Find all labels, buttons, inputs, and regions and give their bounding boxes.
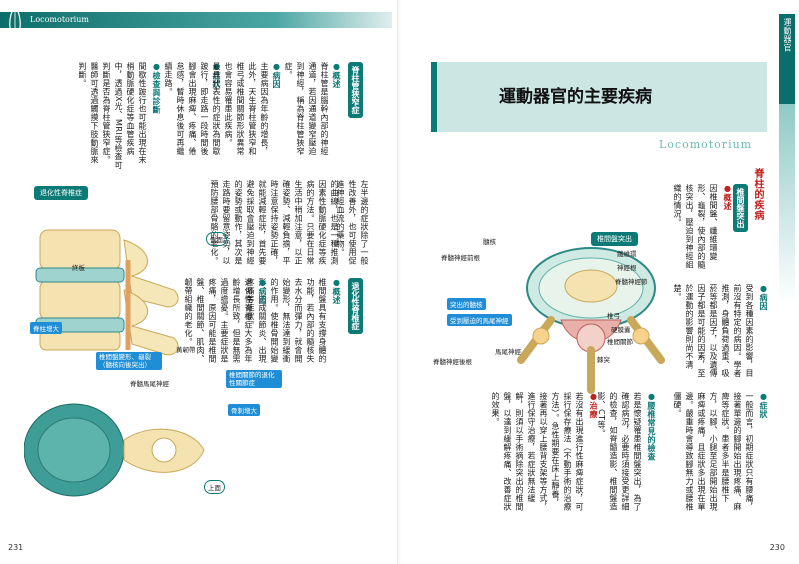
- stenosis-overview: 脊柱管是腦幹內部的神經通道，若因通道變窄壓迫到神經，稱為脊柱管狹窄症。: [284, 62, 329, 156]
- left-header-title: Locomotorium: [30, 15, 89, 24]
- degen-overview-heading: ●概述: [332, 278, 341, 305]
- bottom-text: 左半邊的症狀除了一般性改善外，也可使用促進神經血流的藥物。: [336, 180, 369, 265]
- disc-label-ganglion: 脊髓神經節: [615, 278, 648, 286]
- disc-symptom: 一般而言，初期症狀只有腰痛，接著單邊的腳開始出現疼痛、麻痺等症狀。患者多半是腰椎…: [673, 392, 754, 511]
- stenosis-overview-heading: ●概述: [332, 62, 341, 89]
- degen-label-endplate: 終板: [72, 264, 85, 272]
- disc-label-posterior-root: 脊髓神經後根: [433, 358, 472, 366]
- disc-check: 若是懷疑罹患椎間盤突出，為了確認病況，必要時須接受更詳細的檢查，如脊髓造影、椎間…: [597, 392, 642, 511]
- degen-title: 退化性脊椎症: [348, 278, 363, 334]
- degen-label-cauda: 脊髓馬尾神經: [130, 380, 169, 388]
- disc-cause: 受到各種因素的影響，目前沒有特定的病因。學者推測，身體負荷過重、吸菸等都是因子，…: [673, 284, 754, 378]
- stenosis-symptom-heading: ●症狀: [212, 62, 221, 89]
- disc-check-heading: ●腰椎常見的檢查: [647, 392, 656, 461]
- disc-cause-heading: ●病因: [759, 284, 768, 311]
- disc-treat: 若沒有出現進行性麻痺症狀，可採行保存療法（不動手術的治療方法）。急性期要在床上靜…: [491, 392, 584, 511]
- degen-diagram-tag: 退化性脊椎症: [34, 186, 88, 200]
- title-block: 運動器官的主要疾病: [431, 62, 767, 132]
- degen-cause-heading: ●病因: [258, 278, 267, 305]
- right-page: 運動器官 運動器官的主要疾病 Locomotorium 脊柱的疾病 椎間盤突出 …: [401, 0, 799, 564]
- stenosis-check: 間歇性跛行也可能出現在末梢動脈硬化症等血管疾病中，透過X光、MRI等檢查可判斷是…: [78, 62, 147, 170]
- right-page-number: 230: [769, 543, 785, 552]
- disc-herniation-diagram: [517, 247, 665, 394]
- stenosis-check-heading: ●檢查與診斷: [152, 62, 161, 114]
- disc-overview: 因椎間盤、纖維環變形、龜裂，使內部的髓核突出，壓迫到神經組織的情況。: [673, 184, 718, 269]
- degen-overview: 椎間盤具有支撐身體的功能，若內部的髓核失去水分而彈力，就會開始變形，無法達到緩衝…: [246, 278, 327, 363]
- disc-symptom-heading: ●症狀: [759, 392, 768, 419]
- section-title: 脊柱的疾病: [752, 168, 763, 221]
- right-side-banner-light: [779, 104, 795, 304]
- degen-label-spur-top: 骨刺增大: [228, 404, 260, 416]
- disc-title: 椎間盤突出: [733, 184, 748, 232]
- disc-label-cauda: 馬尾神經: [495, 348, 521, 356]
- left-header-banner: Locomotorium: [0, 12, 392, 28]
- degen-label-ligament: 黃韌帶: [176, 346, 196, 354]
- stenosis-symptom: 最具代表性的症狀為間歇跛行，即走路一段時間後腳會出現麻痺、疼痛、倦怠感，暫時休息…: [164, 62, 221, 156]
- disc-label-anterior-root: 脊髓神經前根: [441, 254, 480, 262]
- degen-label-facet: 椎間關節的退化性關節症: [226, 370, 282, 388]
- main-title: 運動器官的主要疾病: [499, 87, 652, 107]
- degen-label-disc: 椎間盤變形、龜裂（髓核向後突出）: [96, 352, 162, 370]
- degen-top-label: 上面: [204, 480, 225, 494]
- right-side-title: 運動器官: [783, 18, 792, 52]
- disc-label-root: 神經根: [617, 264, 637, 272]
- sub-title: Locomotorium: [659, 138, 753, 151]
- disc-diagram-tag: 椎間盤突出: [591, 232, 638, 246]
- degen-cause: 退化性脊椎症大多為年齡增長所致，但是無需過度擔憂。主要症狀是疼痛，原因可能是椎間…: [184, 278, 253, 363]
- disc-label-compressed: 受到壓迫的馬尾神經: [447, 314, 512, 326]
- degen-label-spur: 脊柱增大: [30, 322, 62, 334]
- degen-spine-diagram: [24, 229, 205, 497]
- stenosis-title: 脊柱管狹窄症: [348, 62, 363, 118]
- left-page-number: 231: [8, 543, 24, 552]
- disc-label-annulus: 纖維環: [617, 250, 637, 258]
- header-ornament-icon: [9, 4, 21, 44]
- extra-text: 的曲線，也是一種推測因素性動脈硬化症等疾病的方法。只要在日常生活中稍加注意，以正…: [210, 180, 339, 265]
- book-gutter: [397, 0, 403, 564]
- disc-label-dura: 硬膜囊: [611, 326, 631, 334]
- right-side-banner: 運動器官: [779, 14, 795, 104]
- disc-label-herniated: 突出的髓核: [447, 298, 486, 310]
- disc-label-spinous: 棘突: [597, 356, 610, 364]
- disc-label-arch: 椎弓: [607, 312, 620, 320]
- stenosis-cause-heading: ●病因: [272, 62, 281, 89]
- disc-label-nucleus: 髓核: [483, 238, 496, 246]
- disc-treat-heading: ●治療: [589, 392, 598, 419]
- disc-label-facet: 椎間關節: [607, 338, 633, 346]
- disc-overview-heading: ●概述: [723, 184, 732, 211]
- stenosis-cause: 主要病因為年齡的增長，此外，天生脊柱管狹窄和椎弓或椎間關節形狀異常也會容易罹患此…: [224, 62, 269, 156]
- left-page: Locomotorium 脊柱管狹窄症 ●概述 脊柱管是腦幹內部的神經通道，若因…: [0, 0, 398, 564]
- degen-side-label: 側面: [206, 232, 227, 246]
